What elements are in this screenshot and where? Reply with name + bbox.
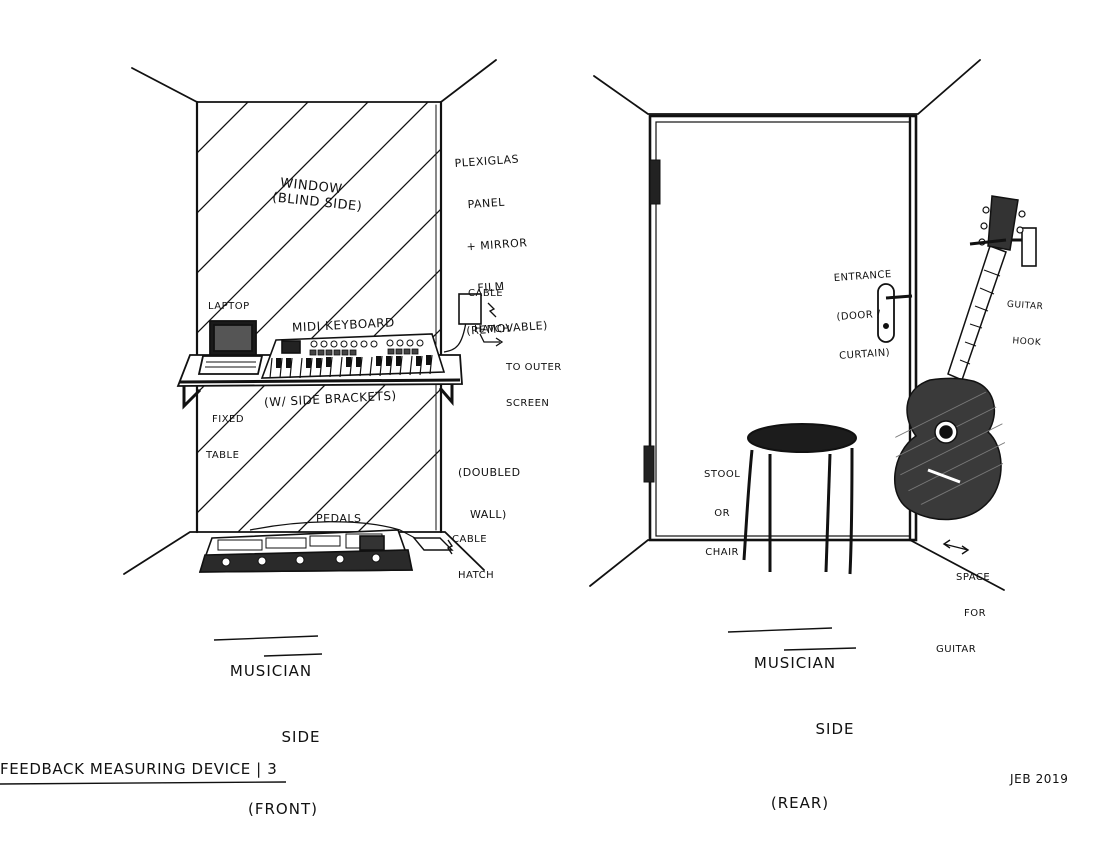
stool-line-1: STOOL [704,469,741,480]
door-drawing [643,114,918,542]
to-outer-screen-line-1: TO OUTER [506,362,562,373]
cable-hatch-bottom-drawing [412,537,454,555]
fixed-table-label: FIXED TABLE [206,390,244,474]
sketch-drawing [0,59,1037,785]
plexiglas-line-2: PANEL [467,195,506,212]
to-outer-screen-line-2: SCREEN [506,398,550,409]
guitar-drawing [893,195,1026,521]
guitar-hook-label: GUITAR HOOK [1003,275,1046,361]
cable-hatch-top-line-1: CABLE [468,288,504,299]
space-for-guitar-label: SPACE FOR GUITAR [936,548,990,668]
caption-left-line-3: (FRONT) [248,800,318,818]
cable-hatch-bottom-label: CABLE HATCH [452,510,494,594]
plexiglas-line-3: + MIRROR [466,236,528,254]
stool-line-3: CHAIR [705,547,740,558]
entrance-line-2: (DOOR / [836,308,882,323]
caption-right-line-2: SIDE [815,720,855,738]
space-arrow [942,539,970,555]
midi-keyboard-drawing [260,321,467,379]
doubled-wall-line-1: (DOUBLED [458,466,521,479]
entrance-label: ENTRANCE (DOOR / CURTAIN) [832,242,899,376]
laptop-label: LAPTOP [208,301,250,312]
fixed-table-line-2: TABLE [206,450,240,461]
stool-drawing [742,423,857,575]
space-for-guitar-line-1: SPACE [956,572,991,583]
caption-right-line-1: MUSICIAN [753,654,837,672]
stool-label: STOOL OR CHAIR [704,442,740,572]
entrance-line-3: CURTAIN) [838,347,891,362]
pedals-drawing [198,521,431,573]
to-outer-screen-label: TO OUTER SCREEN [506,338,562,422]
cable-hatch-top-label: CABLE HATCH [468,264,510,348]
entrance-line-1: ENTRANCE [833,269,893,285]
space-for-guitar-line-2: FOR [964,608,987,619]
plexiglas-line-1: PLEXIGLAS [454,152,520,171]
cable-hatch-top-drawing [458,293,504,347]
guitar-hook-line-2: HOOK [1012,336,1042,349]
caption-right-line-3: (REAR) [770,794,830,812]
stool-line-2: OR [714,508,731,519]
sheet-title: FEEDBACK MEASURING DEVICE | 3 [0,760,278,778]
caption-left: MUSICIAN SIDE (FRONT) [206,616,336,842]
caption-left-line-2: SIDE [281,728,321,746]
doubled-wall-label: (DOUBLED WALL) [458,438,521,536]
caption-right: MUSICIAN SIDE (REAR) [720,608,870,836]
doubled-wall-line-2: WALL) [470,508,507,521]
fixed-table-line-1: FIXED [212,414,245,425]
cable-hatch-bottom-line-2: HATCH [458,570,495,581]
laptop-drawing [197,320,264,375]
guitar-hook-line-1: GUITAR [1006,299,1044,313]
caption-underlines [0,627,857,785]
pedals-label: PEDALS [316,512,362,525]
caption-left-line-1: MUSICIAN [229,662,313,680]
window-hatching [197,102,441,532]
signature: JEB 2019 [1010,772,1069,786]
cable-hatch-top-line-2: HATCH [474,324,511,335]
space-for-guitar-line-3: GUITAR [936,644,977,655]
cable-hatch-bottom-line-1: CABLE [452,534,488,545]
left-room [123,59,497,575]
